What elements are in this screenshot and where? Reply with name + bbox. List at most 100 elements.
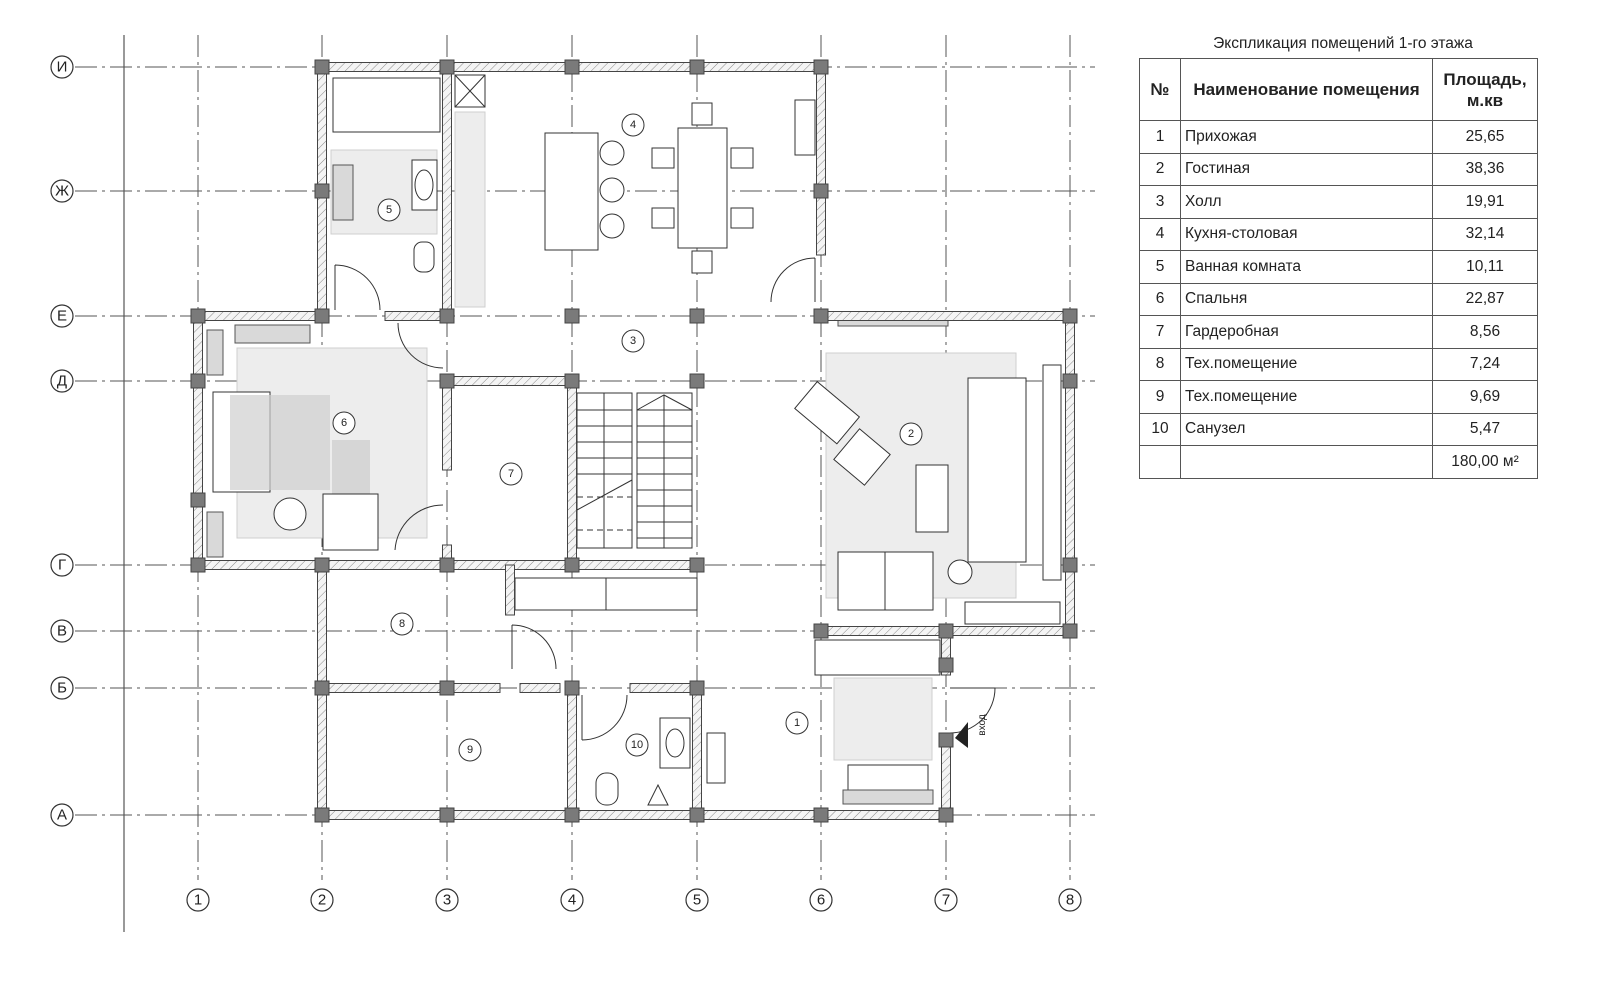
wall [321,683,501,693]
cell-area: 7,24 [1432,347,1538,381]
column [314,680,330,696]
axis-label-col: 7 [942,892,950,909]
axis-bubble [934,888,958,912]
wall [384,311,448,321]
column [689,373,705,389]
axis-bubble [310,888,334,912]
axis-bubble [50,304,74,328]
column [813,623,829,639]
cell-name: Санузел [1180,412,1433,446]
axis-label-col: 5 [693,892,701,909]
wall [321,810,947,820]
wall [816,66,826,256]
radiator [964,601,1061,625]
stool [599,177,625,203]
radiator [842,789,934,805]
wc-sink [659,717,691,769]
column [314,183,330,199]
furniture [206,74,1062,806]
cell-area: 32,14 [1432,217,1538,251]
room-marker [458,738,482,762]
room-number: 8 [399,618,405,630]
chair [730,207,754,229]
toilet [413,241,435,273]
cell-area: 9,69 [1432,380,1538,414]
cell-name: Спальня [1180,282,1433,316]
axis-label-col: 6 [817,892,825,909]
wall [820,626,947,636]
entrance-rug [833,677,933,761]
column [938,807,954,823]
cell-num: 7 [1139,315,1181,349]
axis-bubble [50,369,74,393]
room-marker [625,733,649,757]
axis-bubble [186,888,210,912]
nightstand [206,511,224,558]
cell-num: 9 [1139,380,1181,414]
armchair [322,493,379,551]
column [564,59,580,75]
column [564,557,580,573]
column [190,373,206,389]
cell-name: Гардеробная [1180,315,1433,349]
room-number: 9 [467,744,473,756]
room-marker [621,329,645,353]
wall [193,315,203,566]
wall [442,380,452,471]
chair [651,147,675,169]
column [190,308,206,324]
cell-area: 25,65 [1432,120,1538,154]
staircase [576,392,693,549]
armchair [794,380,861,445]
bench [847,764,929,791]
room-number: 6 [341,417,347,429]
room-number: 4 [630,119,636,131]
wall [567,380,577,566]
header-name: Наименование помещения [1180,58,1433,121]
entrance-label: вход [977,714,988,736]
column [938,732,954,748]
armchair [833,428,891,486]
cell-name: Ванная комната [1180,250,1433,284]
cell-area: 8,56 [1432,315,1538,349]
cell-num: 8 [1139,347,1181,381]
cell-area: 22,87 [1432,282,1538,316]
sofa [967,377,1027,563]
axis-label-col: 2 [318,892,326,909]
cell-name: Кухня-столовая [1180,217,1433,251]
column [689,308,705,324]
entrance-cabinet [814,639,941,676]
column [439,557,455,573]
cell-num: 10 [1139,412,1181,446]
wall [519,683,561,693]
column [314,308,330,324]
room-marker [377,198,401,222]
radiator [1042,364,1062,581]
column [689,59,705,75]
axis-bubble [50,619,74,643]
wall [446,376,573,386]
bathroom-shower-zone [454,111,486,308]
wall [820,311,1071,321]
column [190,557,206,573]
bench [332,440,370,495]
wall [442,66,452,317]
axis-bubble [1058,888,1082,912]
cell-num: 4 [1139,217,1181,251]
axis-bubble [50,553,74,577]
cell-area: 5,47 [1432,412,1538,446]
column [439,59,455,75]
bathtub [332,77,441,133]
wall [692,687,702,816]
axis-label-row: А [57,807,67,824]
columns [190,59,1078,823]
wall [197,311,323,321]
room-marker [899,422,923,446]
wall [945,626,1071,636]
